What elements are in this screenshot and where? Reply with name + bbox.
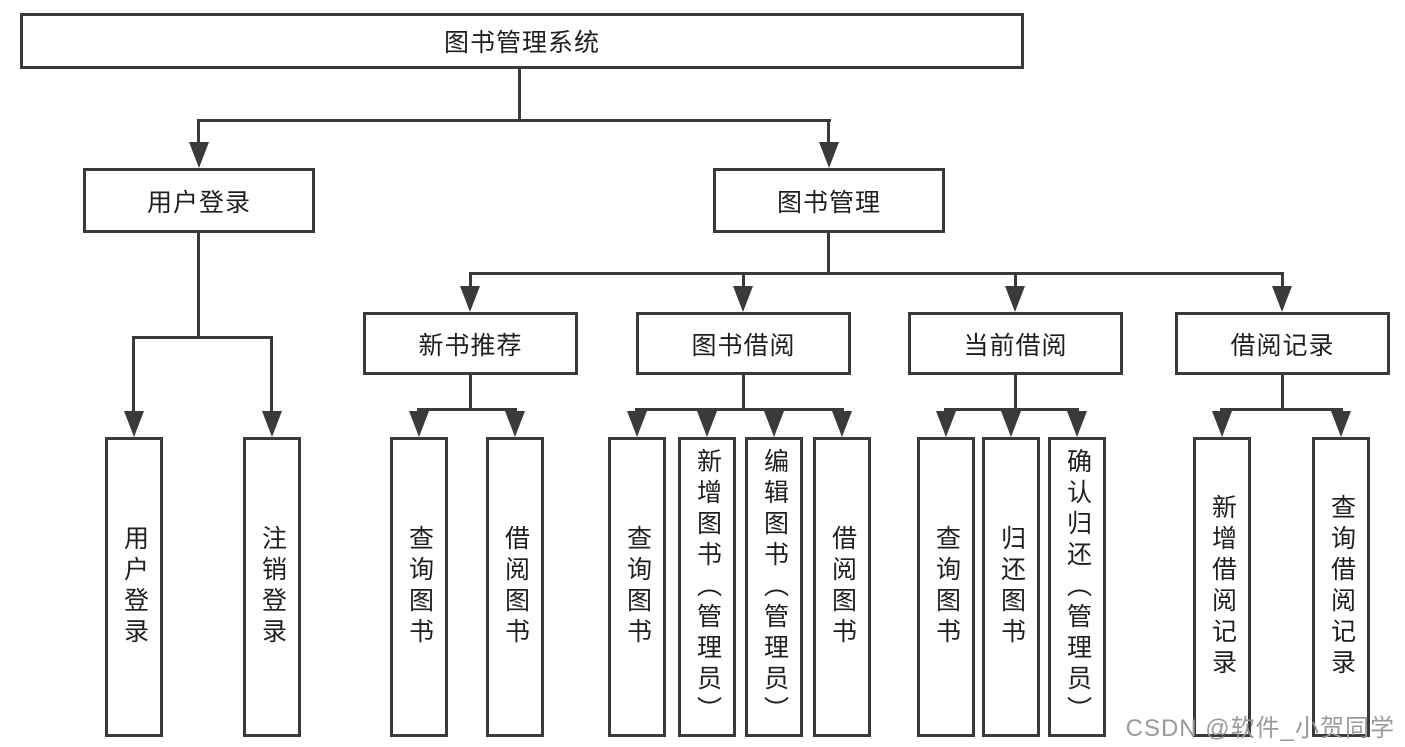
leaf-user-login: 用户登录 [105,437,163,737]
node-root-title: 图书管理系统 [20,13,1024,69]
connector-bookmgmt-stem [827,233,830,275]
arrow-to-newbook [460,286,480,312]
connector-newbook-stem [469,375,472,411]
node-book-borrowing: 图书借阅 [636,312,851,375]
leaf-add-borrow-record: 新增借阅记录 [1193,437,1251,737]
leaf-add-book-admin-label: 新增图书（管理员） [693,447,722,727]
leaf-user-login-label: 用户登录 [120,525,149,649]
leaf-confirm-return-admin: 确认归还（管理员） [1048,437,1106,737]
connector-bookborrow-rail [635,408,844,411]
arrow-to-leaf-borrow-2 [832,411,852,437]
csdn-watermark: CSDN @软件_小贺同学 [1125,715,1395,742]
connector-shaft-borrowrecord [1281,272,1284,290]
node-new-book-recommend: 新书推荐 [363,312,578,375]
node-current-borrowing: 当前借阅 [908,312,1123,375]
node-user-login: 用户登录 [83,168,315,233]
connector-borrowrecord-rail [1220,408,1343,411]
arrow-to-leaf-return [1001,411,1021,437]
arrow-to-leaf-query-1 [409,411,429,437]
leaf-query-books-1: 查询图书 [390,437,448,737]
connector-currentborrow-rail [944,408,1079,411]
leaf-borrow-books-1: 借阅图书 [486,437,544,737]
connector-borrowrecord-stem [1281,375,1284,411]
leaf-return-books: 归还图书 [982,437,1040,737]
leaf-borrow-books-2: 借阅图书 [813,437,871,737]
leaf-query-books-2-label: 查询图书 [623,525,652,649]
connector-userlogin-rail [132,336,273,339]
connector-shaft-user-login [197,119,200,145]
leaf-return-books-label: 归还图书 [997,525,1026,649]
arrow-to-leaf-add-record [1212,411,1232,437]
leaf-query-borrow-record: 查询借阅记录 [1312,437,1370,737]
arrow-to-leaf-query-3 [936,411,956,437]
connector-shaft-leaf-logout [270,336,273,414]
leaf-query-borrow-record-label: 查询借阅记录 [1327,494,1356,680]
connector-root-rail [197,119,831,122]
leaf-borrow-books-2-label: 借阅图书 [828,525,857,649]
leaf-logout: 注销登录 [243,437,301,737]
connector-shaft-newbook [469,272,472,290]
leaf-edit-book-admin-label: 编辑图书（管理员） [760,447,789,727]
connector-shaft-currentborrow [1014,272,1017,290]
connector-level3-rail [469,272,1284,275]
arrow-to-book-mgmt [819,142,839,168]
arrow-to-leaf-logout [262,411,282,437]
arrow-to-leaf-query-record [1331,411,1351,437]
node-book-management: 图书管理 [713,168,945,233]
leaf-logout-label: 注销登录 [258,525,287,649]
leaf-query-books-2: 查询图书 [608,437,666,737]
leaf-query-books-3: 查询图书 [917,437,975,737]
arrow-to-leaf-borrow-1 [505,411,525,437]
connector-bookborrow-stem [742,375,745,411]
arrow-to-leaf-editbook [764,411,784,437]
arrow-to-leaf-confirm-return [1067,411,1087,437]
arrow-to-user-login [189,142,209,168]
arrow-to-currentborrow [1005,286,1025,312]
leaf-borrow-books-1-label: 借阅图书 [501,525,530,649]
arrow-to-leaf-query-2 [627,411,647,437]
connector-shaft-book-mgmt [827,119,830,145]
arrow-to-leaf-addbook [697,411,717,437]
arrow-to-borrowrecord [1272,286,1292,312]
connector-userlogin-stem [197,233,200,336]
leaf-confirm-return-admin-label: 确认归还（管理员） [1063,447,1092,727]
connector-shaft-leaf-login [132,336,135,414]
leaf-edit-book-admin: 编辑图书（管理员） [745,437,803,737]
node-borrowing-records: 借阅记录 [1175,312,1390,375]
connector-shaft-bookborrow [742,272,745,290]
leaf-add-book-admin: 新增图书（管理员） [678,437,736,737]
leaf-add-borrow-record-label: 新增借阅记录 [1208,494,1237,680]
connector-newbook-rail [417,408,517,411]
arrow-to-bookborrow [733,286,753,312]
leaf-query-books-3-label: 查询图书 [932,525,961,649]
connector-root-stem [518,69,521,121]
arrow-to-leaf-login [124,411,144,437]
leaf-query-books-1-label: 查询图书 [405,525,434,649]
connector-currentborrow-stem [1014,375,1017,411]
